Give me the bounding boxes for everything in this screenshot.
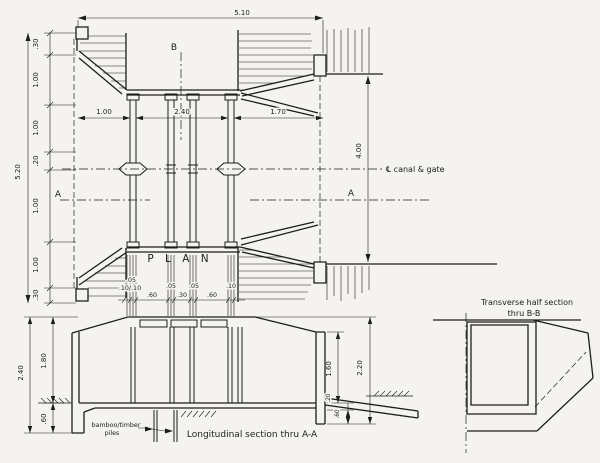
longitudinal-caption: Longitudinal section thru A-A — [187, 430, 318, 440]
longitudinal-outline — [71, 316, 419, 434]
ground-hatching — [40, 390, 410, 418]
dim-total-width: 5.10 — [234, 9, 250, 17]
dim-ls-right-total: 2.20 — [356, 360, 364, 376]
piles-label-line2: piles — [105, 430, 120, 437]
detail-dim-60b: .60 — [207, 292, 217, 299]
dim-chain-4: .20 — [32, 155, 40, 166]
plan-outline — [75, 26, 497, 302]
transverse-hidden-slope — [534, 351, 587, 408]
dim-ls-right-lower: .60 — [335, 409, 341, 419]
transverse-caption-line2: thru B-B — [508, 309, 541, 318]
dimension-lines — [27, 17, 369, 316]
section-b-label: B — [171, 43, 177, 53]
dim-chain-5: 1.00 — [32, 198, 40, 214]
detail-dim-05a: .05 — [126, 277, 136, 284]
section-a-label-left: A — [55, 190, 62, 200]
dim-chain-1: .30 — [32, 38, 40, 49]
dim-width-1: 1.00 — [96, 108, 112, 116]
dim-ls-lower: .60 — [40, 413, 48, 424]
dim-ls-upper: 1.80 — [40, 353, 48, 369]
detail-dim-05c: .05 — [189, 283, 199, 290]
transverse-outline — [433, 319, 594, 432]
plan-view — [60, 26, 497, 302]
dim-chain-6: 1.00 — [32, 257, 40, 273]
dim-width-3: 1.70 — [270, 108, 286, 116]
detail-dim-10: .10 — [226, 283, 236, 290]
dim-ls-right-small: .20 — [326, 393, 332, 403]
section-a-label-right: A — [348, 189, 355, 199]
gate-guides-section — [130, 327, 243, 403]
dim-right-height: 4.00 — [355, 143, 363, 159]
centerlines — [60, 52, 430, 201]
dim-ls-right-upper: 1.60 — [325, 361, 333, 377]
dim-chain-2: 1.00 — [32, 72, 40, 88]
plan-dimensions: 5.10 5.20 .30 1.00 1.00 .20 1.00 1.00 .3… — [14, 9, 371, 316]
gate-guide-walls — [126, 93, 238, 249]
plan-labels: P L A N B A A ℄ canal & gate — [55, 43, 445, 265]
detail-dim-30: .30 — [177, 292, 187, 299]
slope-hatching — [80, 27, 370, 301]
dim-total-height: 5.20 — [14, 164, 22, 180]
detail-dim-60a: .60 — [147, 292, 157, 299]
transverse-caption-line1: Transverse half section — [480, 298, 573, 307]
longitudinal-section: 2.40 1.80 .60 1.60 .20 .60 2.20 bamboo/t… — [17, 316, 419, 442]
deck-beams — [139, 319, 228, 328]
dim-chain-7: .30 — [32, 289, 40, 300]
dim-ls-total: 2.40 — [17, 365, 25, 381]
centerline-label: ℄ canal & gate — [386, 165, 445, 174]
piles — [153, 410, 178, 442]
dim-chain-3: 1.00 — [32, 120, 40, 136]
detail-dim-1010: .10/.10 — [119, 285, 141, 292]
longitudinal-dim-lines — [24, 316, 376, 434]
plan-title: P L A N — [147, 253, 212, 265]
detail-dim-05b: .05 — [166, 283, 176, 290]
transverse-section: Transverse half section thru B-B — [433, 298, 594, 453]
dim-width-2: 2.40 — [174, 108, 190, 116]
piles-label-line1: bamboo/timber — [92, 422, 141, 429]
